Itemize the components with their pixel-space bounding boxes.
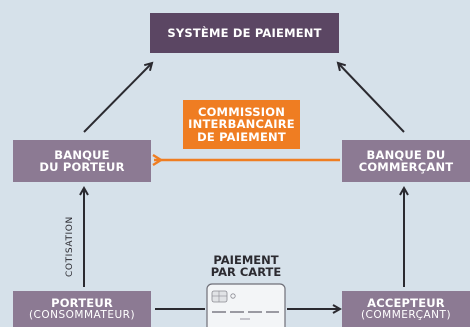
porteur-title: PORTEUR [51,296,113,311]
commission-line-2: INTERBANCAIRE [188,117,295,132]
accepteur-box: ACCEPTEUR (COMMERÇANT) [342,291,470,327]
commission-line-1: COMMISSION [197,105,286,120]
banque-du-porteur-box: BANQUE DU PORTEUR [13,140,151,182]
cotisation-label: COTISATION [65,216,75,277]
commission-line-3: DE PAIEMENT [197,129,286,144]
systeme-label: SYSTÈME DE PAIEMENT [167,25,322,40]
banque-porteur-line-2: DU PORTEUR [39,160,125,174]
arrow-banque-commercant-to-systeme [338,63,405,133]
accepteur-title: ACCEPTEUR [367,296,445,311]
commission-box: COMMISSION INTERBANCAIRE DE PAIEMENT [183,100,300,149]
banque-commercant-line-1: BANQUE DU [366,147,446,162]
banque-porteur-line-1: BANQUE [54,147,110,162]
banque-commercant-line-2: COMMERÇANT [358,160,454,174]
accepteur-subtitle: (COMMERÇANT) [360,308,452,321]
credit-card-icon [206,283,286,327]
systeme-de-paiement-box: SYSTÈME DE PAIEMENT [150,13,339,53]
paiement-line-1: PAIEMENT [213,253,279,267]
porteur-subtitle: (CONSOMMATEUR) [28,308,136,321]
paiement-line-2: PAR CARTE [210,265,282,280]
arrow-banque-porteur-to-systeme [83,63,152,133]
porteur-box: PORTEUR (CONSOMMATEUR) [13,291,151,327]
paiement-par-carte-label: PAIEMENT PAR CARTE [196,254,296,278]
banque-du-commercant-box: BANQUE DU COMMERÇANT [342,140,470,182]
